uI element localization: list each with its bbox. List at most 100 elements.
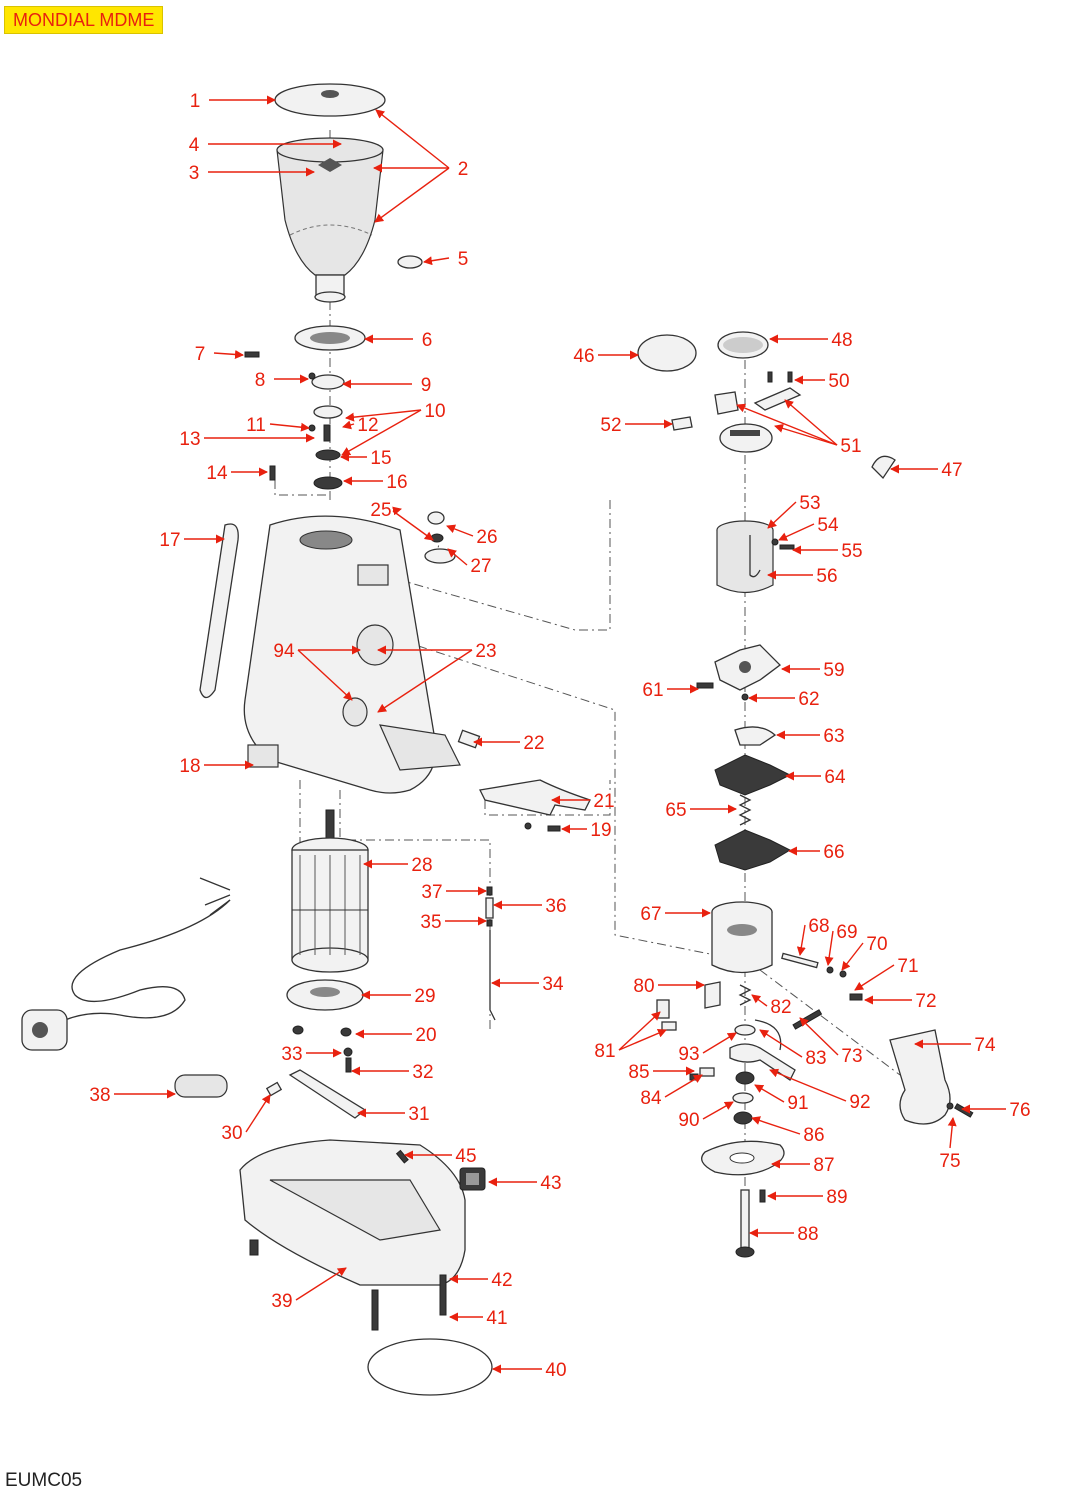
doser-cover-plate xyxy=(671,371,802,453)
bean-hopper xyxy=(276,137,384,303)
callout-1: 1 xyxy=(190,91,276,112)
doser-handle xyxy=(871,455,896,480)
callout-70: 70 xyxy=(841,934,888,971)
callout-87: 87 xyxy=(771,1155,835,1176)
callout-47: 47 xyxy=(890,460,963,481)
callout-number: 10 xyxy=(424,401,445,422)
hopper-lid xyxy=(274,83,386,117)
callout-29: 29 xyxy=(361,986,436,1007)
callout-number: 12 xyxy=(357,415,378,436)
callout-number: 76 xyxy=(1009,1100,1030,1121)
callout-72: 72 xyxy=(864,991,937,1012)
callout-number: 56 xyxy=(816,566,837,587)
callout-7: 7 xyxy=(195,344,244,365)
leader-arrow xyxy=(664,1074,703,1098)
callout-number: 9 xyxy=(421,375,432,396)
portafilter-fork xyxy=(479,779,591,816)
callout-number: 92 xyxy=(849,1092,870,1113)
callout-4: 4 xyxy=(189,135,342,156)
callout-2: 2 xyxy=(373,109,468,223)
callout-63: 63 xyxy=(776,726,845,747)
callout-6: 6 xyxy=(364,330,432,351)
leader-arrow xyxy=(392,510,434,541)
callout-27: 27 xyxy=(447,548,492,577)
leader-arrow xyxy=(295,1267,347,1301)
callout-number: 20 xyxy=(415,1025,436,1046)
callout-59: 59 xyxy=(781,660,845,681)
leader-arrow xyxy=(392,506,402,516)
callout-94: 94 xyxy=(273,641,361,701)
leader-arrow xyxy=(423,256,450,266)
callout-10: 10 xyxy=(341,401,446,456)
callout-number: 59 xyxy=(823,660,844,681)
fork-screws xyxy=(524,822,561,832)
callout-61: 61 xyxy=(642,680,699,701)
callout-number: 40 xyxy=(545,1360,566,1381)
model-title-badge: MONDIAL MDME xyxy=(4,6,164,34)
leader-arrow xyxy=(799,1017,839,1056)
leader-arrow xyxy=(841,942,864,971)
callout-number: 34 xyxy=(542,974,564,995)
callout-11: 11 xyxy=(246,415,310,436)
callout-93: 93 xyxy=(678,1032,737,1065)
callout-number: 65 xyxy=(665,800,686,821)
leader-arrow xyxy=(702,1101,734,1120)
callout-53: 53 xyxy=(767,493,821,529)
callout-80: 80 xyxy=(633,976,705,997)
actuator-rod xyxy=(485,886,496,1021)
callout-number: 72 xyxy=(915,991,936,1012)
callout-number: 28 xyxy=(411,855,432,876)
leader-arrow xyxy=(269,422,310,432)
callout-number: 11 xyxy=(246,415,266,436)
callout-54: 54 xyxy=(778,515,839,541)
callout-number: 33 xyxy=(281,1044,302,1065)
rating-label-plate xyxy=(247,744,279,768)
callout-26: 26 xyxy=(446,524,498,548)
callout-number: 69 xyxy=(836,922,857,943)
callout-number: 17 xyxy=(159,530,180,551)
callout-number: 23 xyxy=(475,641,496,662)
callout-18: 18 xyxy=(179,756,254,777)
callout-90: 90 xyxy=(678,1101,734,1131)
callout-92: 92 xyxy=(769,1068,871,1113)
callout-35: 35 xyxy=(420,912,487,933)
callout-number: 73 xyxy=(841,1046,862,1067)
lower-doser-star xyxy=(714,829,792,871)
callout-73: 73 xyxy=(799,1017,863,1067)
callout-85: 85 xyxy=(628,1062,695,1083)
capacitor xyxy=(174,1074,228,1098)
leader-arrow xyxy=(374,167,450,223)
callout-number: 83 xyxy=(805,1048,826,1069)
doser-chamber xyxy=(716,520,795,594)
leader-arrow xyxy=(751,1116,801,1135)
dosing-plate xyxy=(701,1140,785,1203)
callout-number: 67 xyxy=(640,904,661,925)
callout-86: 86 xyxy=(751,1116,825,1146)
callout-15: 15 xyxy=(340,448,392,469)
doser-star-wheel xyxy=(696,644,781,701)
doser-sector xyxy=(734,726,777,746)
leader-arrow xyxy=(245,1094,271,1133)
callout-28: 28 xyxy=(363,855,433,876)
callout-17: 17 xyxy=(159,530,225,551)
callout-number: 61 xyxy=(642,680,663,701)
grinding-chamber xyxy=(711,901,863,1001)
callout-41: 41 xyxy=(449,1308,508,1329)
callout-number: 82 xyxy=(770,997,791,1018)
document-code: EUMC05 xyxy=(5,1470,83,1491)
callout-82: 82 xyxy=(751,994,792,1018)
callout-number: 22 xyxy=(523,733,544,754)
callout-number: 62 xyxy=(798,689,819,710)
callout-number: 80 xyxy=(633,976,654,997)
leader-arrow xyxy=(736,403,838,446)
callout-number: 89 xyxy=(826,1187,847,1208)
callout-20: 20 xyxy=(355,1025,437,1046)
leader-arrow xyxy=(342,420,355,430)
callout-number: 50 xyxy=(828,371,849,392)
callout-number: 75 xyxy=(939,1151,960,1172)
leader-arrow xyxy=(751,994,768,1007)
callout-number: 29 xyxy=(414,986,435,1007)
leader-arrow xyxy=(854,964,895,991)
leader-arrow xyxy=(796,924,806,956)
